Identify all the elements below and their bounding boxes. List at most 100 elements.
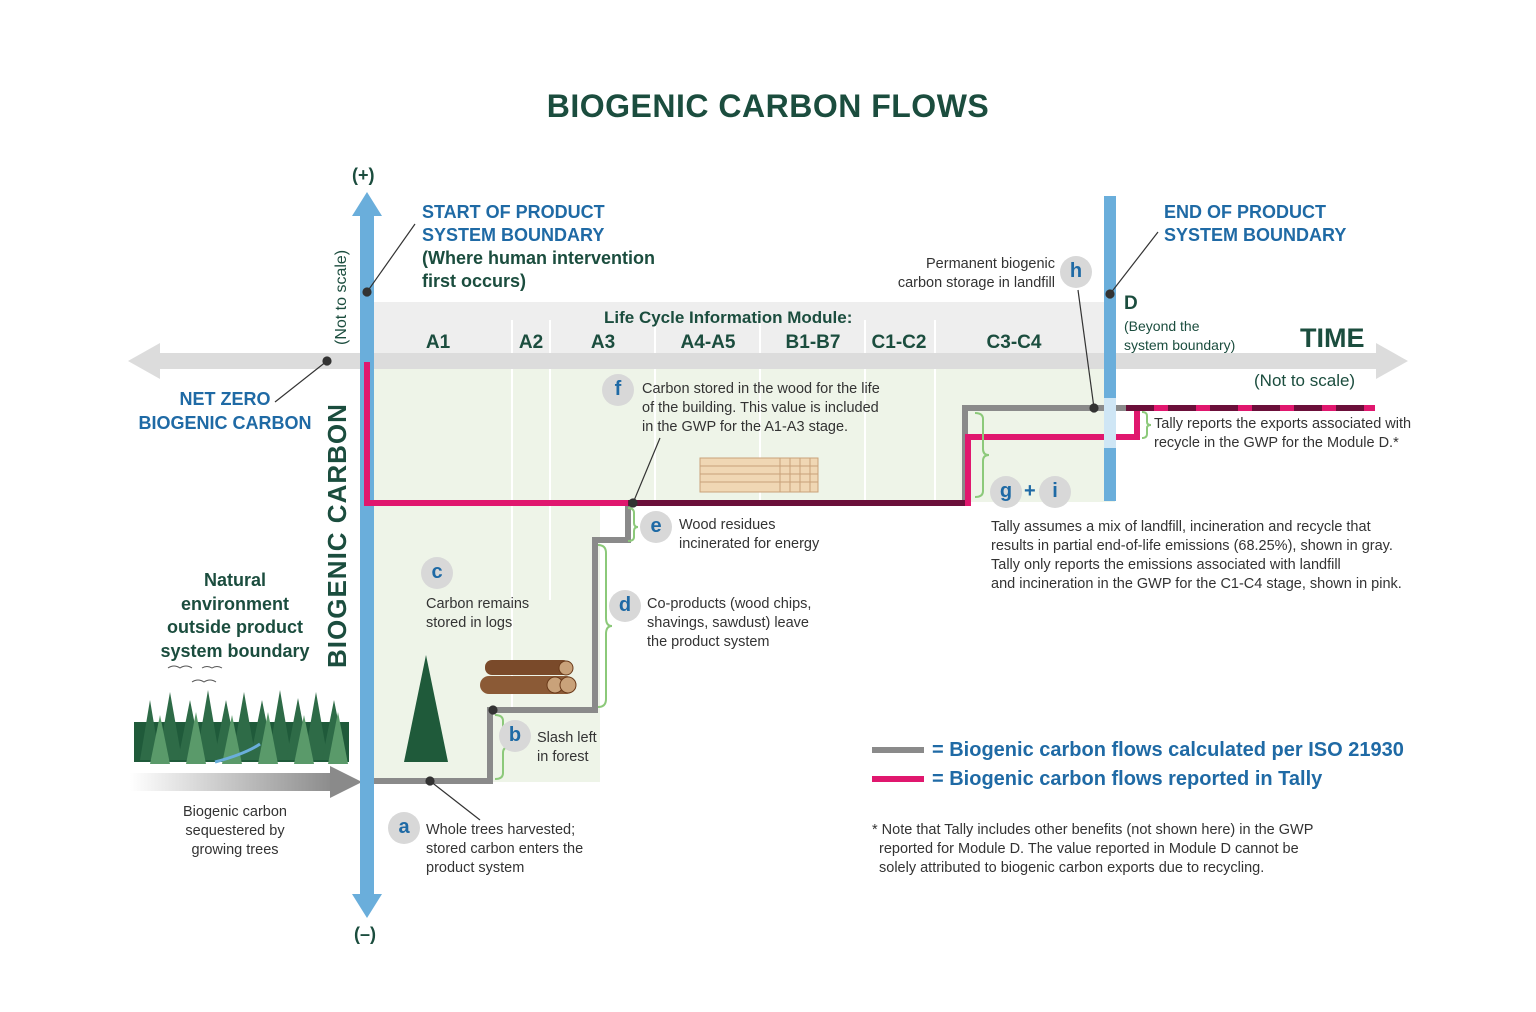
annotation-d-line-3: the product system (647, 634, 770, 650)
module-a4-a5: A4-A5 (680, 332, 736, 353)
annotation-c-line-2: stored in logs (426, 615, 513, 631)
annotation-e: Wood residues incinerated for energy (679, 516, 819, 554)
module-d-note-line-2: system boundary) (1124, 337, 1236, 353)
annotation-gi: Tally assumes a mix of landfill, inciner… (991, 518, 1402, 594)
annotation-e-line-1: Wood residues (679, 517, 776, 533)
pink-eol-line (965, 434, 1104, 506)
start-boundary-line-3: (Where human intervention (422, 248, 656, 268)
module-a3: A3 (590, 332, 616, 353)
annotation-h-line-1: Permanent biogenic (926, 256, 1055, 272)
system-region-lower (370, 502, 600, 782)
badge-plus: + (1024, 480, 1036, 502)
annotation-a-line-3: product system (426, 860, 525, 876)
annotation-a: Whole trees harvested; stored carbon ent… (426, 821, 583, 878)
annotation-gi-line-2: results in partial end-of-life emissions… (991, 538, 1393, 554)
leader-lines (274, 223, 1159, 821)
annotation-b-line-2: in forest (537, 749, 589, 765)
net-zero-label: NET ZERO BIOGENIC CARBON (130, 387, 320, 435)
annotation-gi-line-4: and incineration in the GWP for the C1-C… (991, 576, 1402, 592)
annotation-export-line-1: Tally reports the exports associated wit… (1154, 416, 1412, 432)
module-d: D (1124, 293, 1138, 314)
natural-env-line-2: environment (180, 593, 290, 614)
net-zero-line-1: NET ZERO (179, 389, 271, 409)
annotation-d-line-2: shavings, sawdust) leave (647, 615, 809, 631)
annotation-gi-line-3: Tally only reports the emissions associa… (991, 557, 1341, 573)
start-boundary-label: START OF PRODUCT SYSTEM BOUNDARY (Where … (422, 201, 655, 293)
single-tree-icon (404, 655, 448, 762)
y-axis-not-to-scale: (Not to scale) (333, 249, 350, 345)
annotation-d: Co-products (wood chips, shavings, sawdu… (647, 595, 811, 652)
badge-i: i (1039, 476, 1071, 508)
annotation-d-line-1: Co-products (wood chips, (647, 596, 812, 612)
footnote: * Note that Tally includes other benefit… (872, 821, 1313, 878)
annotation-f-line-3: in the GWP for the A1-A3 stage. (642, 419, 849, 435)
annotation-a-line-1: Whole trees harvested; (426, 822, 576, 838)
annotation-e-line-2: incinerated for energy (679, 536, 820, 552)
badge-c: c (421, 557, 453, 589)
sequestered-line-2: sequestered by (185, 823, 285, 839)
sequestered-line-3: growing trees (191, 842, 279, 858)
annotation-h: Permanent biogenic carbon storage in lan… (855, 255, 1055, 293)
footnote-line-1: * Note that Tally includes other benefit… (872, 822, 1314, 838)
end-boundary-label: END OF PRODUCT SYSTEM BOUNDARY (1164, 201, 1346, 247)
biogenic-carbon-axis (352, 192, 382, 918)
badge-b: b (499, 720, 531, 752)
sequestration-arrow (130, 766, 362, 798)
annotation-h-line-2: carbon storage in landfill (897, 275, 1055, 291)
badge-e: e (640, 511, 672, 543)
footnote-line-3: solely attributed to biogenic carbon exp… (879, 860, 1265, 876)
end-boundary-line-1: END OF PRODUCT (1164, 202, 1326, 222)
module-a2: A2 (518, 332, 544, 353)
badge-a: a (388, 812, 420, 844)
end-boundary-line-2: SYSTEM BOUNDARY (1164, 225, 1347, 245)
y-axis-minus: (–) (354, 924, 376, 944)
badge-g: g (990, 476, 1022, 508)
legend-pink-label: = Biogenic carbon flows reported in Tall… (932, 768, 1323, 790)
logs-illustration (480, 660, 577, 694)
time-axis (128, 343, 1408, 379)
natural-env-line-3: outside product (167, 617, 303, 637)
annotation-f: Carbon stored in the wood for the life o… (642, 380, 880, 437)
x-axis-not-to-scale: (Not to scale) (1254, 371, 1356, 390)
annotation-export-line-2: recycle in the GWP for the Module D.* (1154, 435, 1399, 451)
natural-environment-label: Natural environment outside product syst… (140, 569, 330, 663)
legend-gray-label: = Biogenic carbon flows calculated per I… (932, 739, 1404, 761)
module-header: Life Cycle Information Module: (604, 308, 853, 327)
module-a1: A1 (425, 332, 451, 353)
footnote-line-2: reported for Module D. The value reporte… (879, 841, 1299, 857)
badge-d: d (609, 590, 641, 622)
annotation-f-line-1: Carbon stored in the wood for the life (642, 381, 880, 397)
module-d-note: (Beyond the system boundary) (1124, 317, 1235, 355)
y-axis-plus: (+) (352, 165, 375, 185)
sequestered-line-1: Biogenic carbon (183, 804, 287, 820)
x-axis-label: TIME (1300, 323, 1365, 353)
annotation-c: Carbon remains stored in logs (426, 595, 529, 633)
start-boundary-line-2: SYSTEM BOUNDARY (422, 225, 605, 245)
module-c3-c4: C3-C4 (986, 332, 1042, 353)
module-b1-b7: B1-B7 (785, 332, 841, 353)
natural-env-line-1: Natural (203, 570, 266, 590)
module-d-note-line-1: (Beyond the (1124, 318, 1200, 334)
natural-env-line-4: system boundary (160, 640, 310, 661)
annotation-c-line-1: Carbon remains (426, 596, 530, 612)
annotation-gi-line-1: Tally assumes a mix of landfill, inciner… (991, 519, 1371, 535)
annotation-a-line-2: stored carbon enters the (426, 841, 584, 857)
annotation-f-line-2: of the building. This value is included (642, 400, 879, 416)
pink-flow-line (364, 362, 628, 506)
end-boundary-bar (1104, 196, 1116, 501)
lumber-stack-illustration (699, 457, 819, 493)
annotation-b-line-1: Slash left (537, 730, 597, 746)
forest-illustration (134, 665, 349, 764)
module-c1-c2: C1-C2 (871, 332, 927, 353)
annotation-export: Tally reports the exports associated wit… (1154, 415, 1411, 453)
start-boundary-line-4: first occurs) (422, 271, 527, 291)
start-boundary-line-1: START OF PRODUCT (422, 202, 605, 222)
net-zero-line-2: BIOGENIC CARBON (138, 413, 312, 433)
badge-h: h (1060, 256, 1092, 288)
annotation-b: Slash left in forest (537, 729, 597, 767)
sequestered-label: Biogenic carbon sequestered by growing t… (140, 803, 330, 860)
badge-f: f (602, 374, 634, 406)
diagram-title: BIOGENIC CARBON FLOWS (546, 88, 990, 124)
